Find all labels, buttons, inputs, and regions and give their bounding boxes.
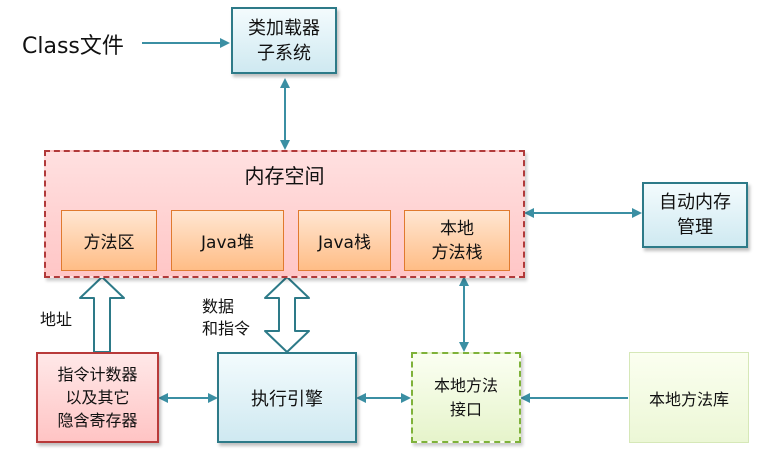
- hollow-arrow-address: [79, 276, 125, 353]
- java-stack: Java栈: [298, 210, 391, 271]
- auto-memory-management: 自动内存 管理: [642, 182, 748, 248]
- memory-space-title: 内存空间: [244, 164, 325, 188]
- native-method-library: 本地方法库: [629, 352, 749, 443]
- pc-registers: 指令计数器 以及其它 隐含寄存器: [36, 352, 159, 443]
- class-loader-subsystem: 类加载器 子系统: [231, 7, 337, 74]
- class-file-label: Class文件: [22, 34, 124, 59]
- native-method-interface: 本地方法 接口: [411, 352, 521, 443]
- hollow-arrow-data-instructions: [264, 276, 310, 353]
- address-label: 地址: [40, 310, 73, 329]
- execution-engine: 执行引擎: [217, 352, 357, 443]
- data-instructions-label: 数据 和指令: [202, 297, 251, 338]
- java-heap: Java堆: [171, 210, 284, 271]
- method-area: 方法区: [61, 210, 157, 271]
- native-method-stack: 本地 方法栈: [404, 210, 510, 271]
